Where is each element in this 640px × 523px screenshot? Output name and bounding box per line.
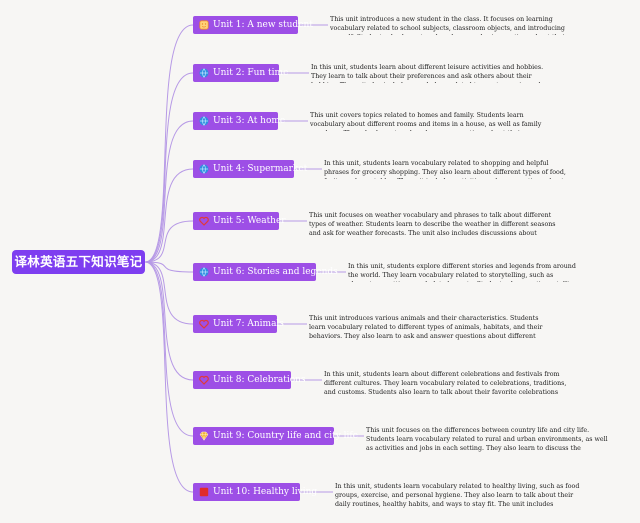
unit-label: Unit 1: A new student <box>213 20 313 30</box>
heart-icon <box>199 375 209 385</box>
heart-icon <box>199 216 209 226</box>
unit-description-9: This unit focuses on the differences bet… <box>366 427 608 452</box>
unit-label: Unit 5: Weather <box>213 216 286 226</box>
diamond-icon <box>199 431 209 441</box>
unit-description-5: This unit focuses on weather vocabulary … <box>309 212 556 237</box>
unit-description-6: In this unit, students explore different… <box>348 263 577 282</box>
unit-node-10[interactable]: Unit 10: Healthy living <box>193 483 317 501</box>
branch-link <box>144 261 194 493</box>
unit-label: Unit 10: Healthy living <box>213 487 318 497</box>
branch-link <box>144 261 194 325</box>
unit-node-7[interactable]: Unit 7: Animals <box>193 315 284 333</box>
branch-link <box>144 72 194 263</box>
branch-link <box>144 168 194 263</box>
unit-node-1[interactable]: Unit 1: A new student <box>193 16 313 34</box>
unit-description-3: This unit covers topics related to homes… <box>310 112 542 131</box>
globe-icon <box>199 267 209 277</box>
branch-link <box>144 120 194 263</box>
root-node-title[interactable]: 译林英语五下知识笔记 <box>12 250 145 274</box>
branch-link <box>144 261 194 437</box>
unit-description-2: In this unit, students learn about diffe… <box>311 64 544 83</box>
unit-label: Unit 9: Country life and city life <box>213 431 359 441</box>
unit-label: Unit 6: Stories and legends <box>213 267 338 277</box>
unit-description-4: In this unit, students learn vocabulary … <box>324 160 566 179</box>
unit-node-8[interactable]: Unit 8: Celebrations <box>193 371 306 389</box>
unit-label: Unit 7: Animals <box>213 319 284 329</box>
globe-icon <box>199 116 209 126</box>
unit-node-9[interactable]: Unit 9: Country life and city life <box>193 427 358 445</box>
branch-link <box>144 220 194 263</box>
globe-icon <box>199 164 209 174</box>
unit-description-8: In this unit, students learn about diffe… <box>324 371 567 396</box>
unit-node-2[interactable]: Unit 2: Fun time <box>193 64 288 82</box>
sun-face-icon <box>199 20 209 30</box>
unit-node-6[interactable]: Unit 6: Stories and legends <box>193 263 338 281</box>
branch-link <box>144 261 194 273</box>
unit-description-7: This unit introduces various animals and… <box>309 315 543 340</box>
unit-label: Unit 2: Fun time <box>213 68 289 78</box>
branch-link <box>144 24 194 263</box>
unit-label: Unit 8: Celebrations <box>213 375 306 385</box>
unit-description-1: This unit introduces a new student in th… <box>330 16 567 35</box>
unit-node-3[interactable]: Unit 3: At home <box>193 112 285 130</box>
unit-label: Unit 4: Supermarket <box>213 164 308 174</box>
unit-node-4[interactable]: Unit 4: Supermarket <box>193 160 307 178</box>
globe-icon <box>199 68 209 78</box>
branch-link <box>144 261 194 381</box>
unit-description-10: In this unit, students learn vocabulary … <box>335 483 580 508</box>
unit-node-5[interactable]: Unit 5: Weather <box>193 212 286 230</box>
heart-icon <box>199 319 209 329</box>
unit-label: Unit 3: At home <box>213 116 286 126</box>
square-icon <box>199 487 209 497</box>
